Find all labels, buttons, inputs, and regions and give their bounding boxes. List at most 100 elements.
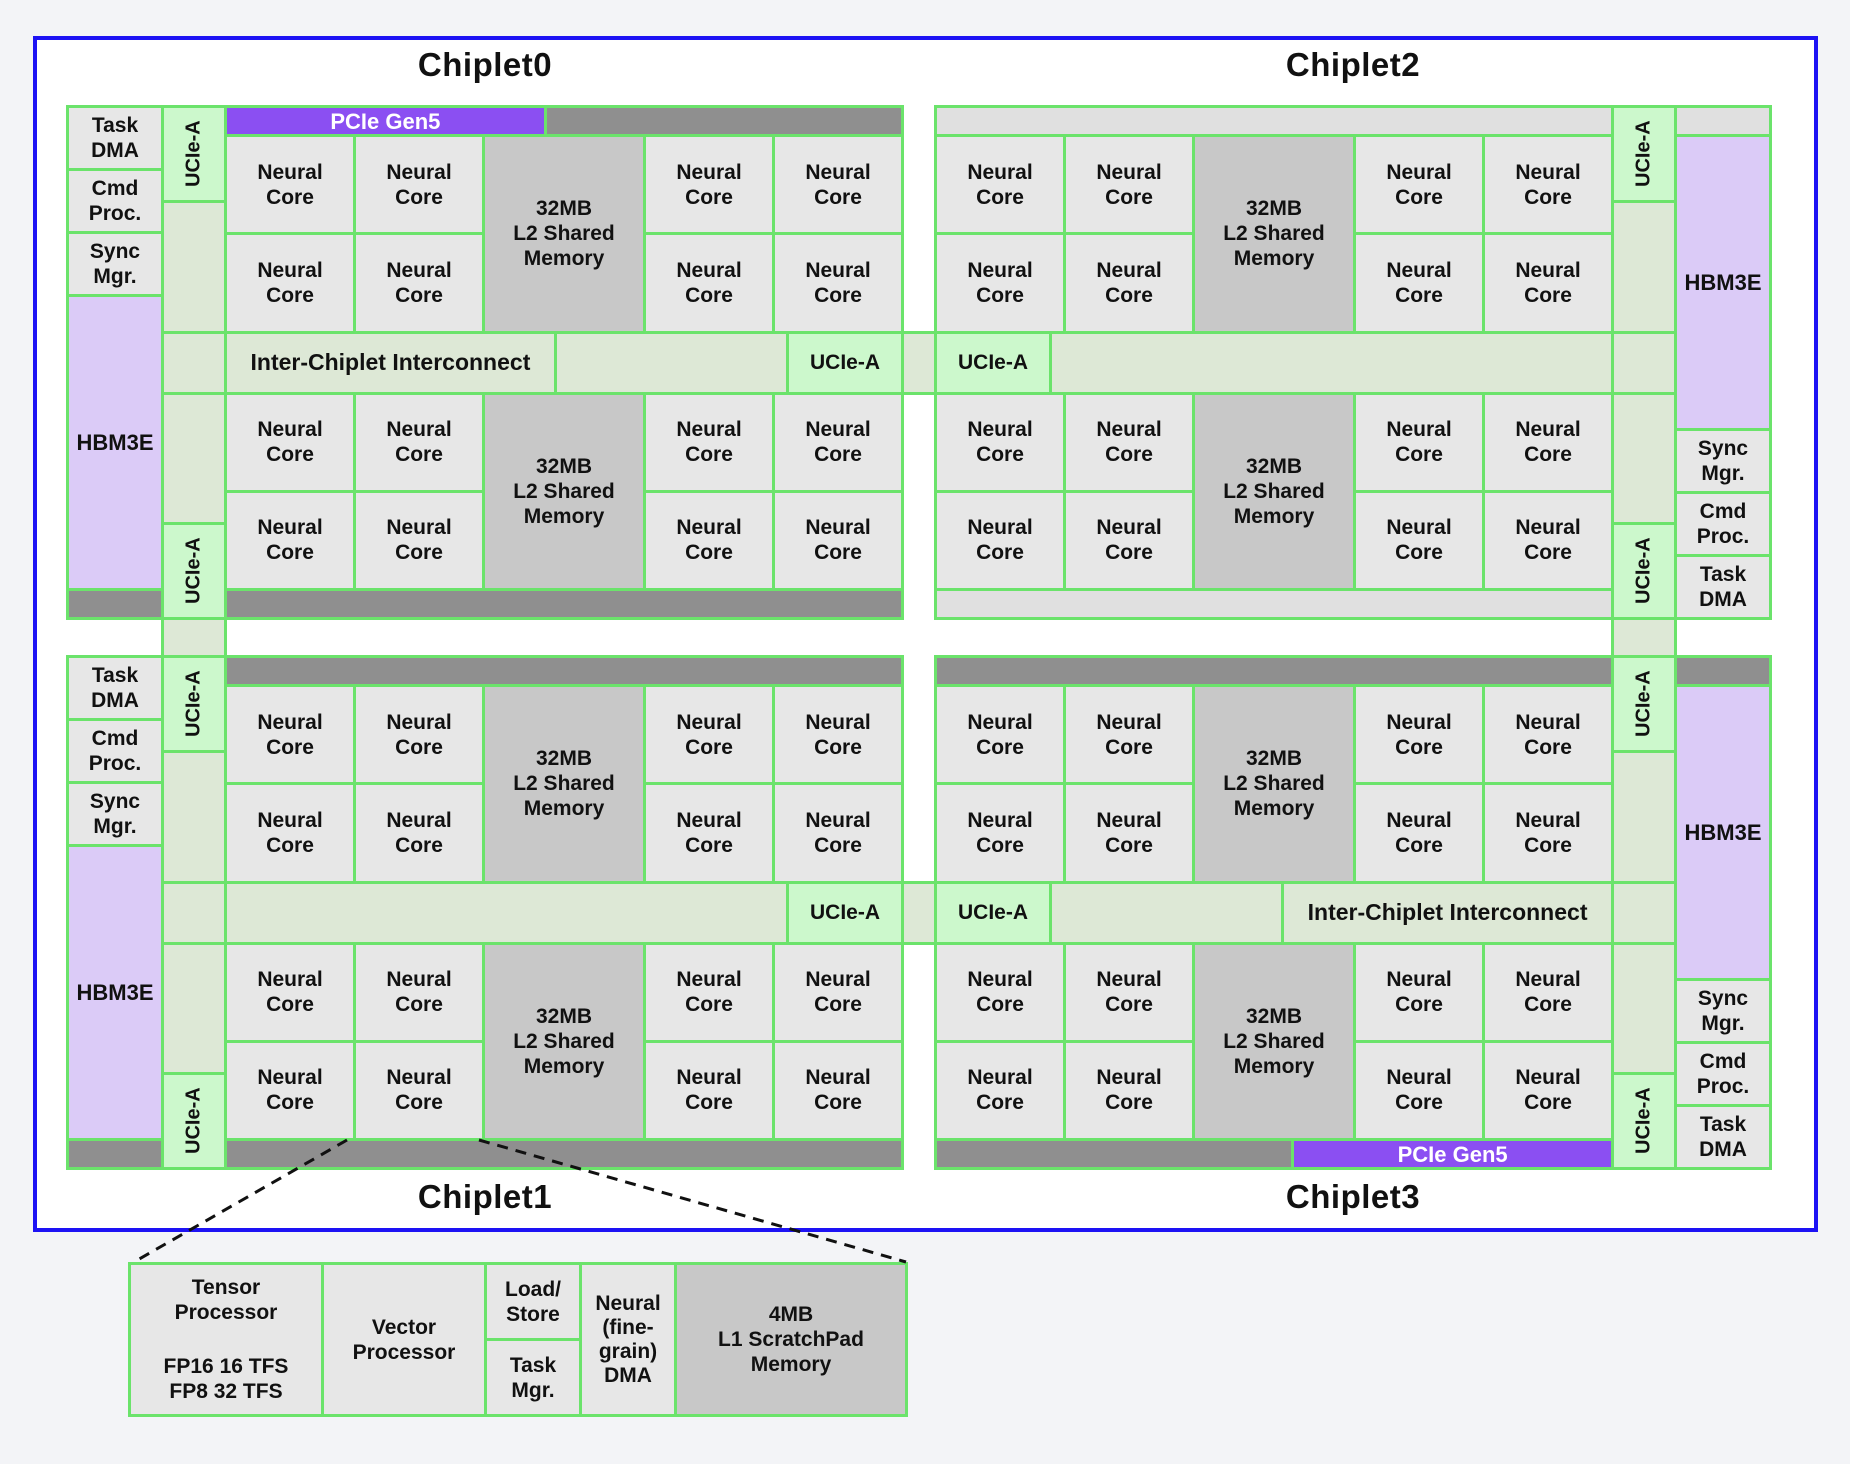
cmd-processor: Cmd Proc. — [69, 721, 161, 781]
interconnect-row: Inter-Chiplet Interconnect UCIe-A — [227, 333, 901, 392]
chiplet3-title: Chiplet3 — [1285, 1178, 1421, 1215]
neural-core: Neural Core — [1356, 785, 1482, 881]
neural-core: Neural Core — [646, 137, 772, 233]
edge-strip — [227, 1141, 901, 1167]
neural-core: Neural Core — [227, 785, 353, 881]
ucie-vertical-connector — [161, 617, 227, 658]
neural-core: Neural Core — [1356, 1042, 1482, 1138]
chiplet-1: Task DMA Cmd Proc. Sync Mgr. HBM3E UCIe-… — [66, 655, 904, 1170]
hbm3e-memory: HBM3E — [69, 847, 161, 1138]
chiplet0-io-column: Task DMA Cmd Proc. Sync Mgr. HBM3E — [69, 108, 161, 617]
ucie-vertical-connector — [1611, 617, 1677, 658]
neural-core: Neural Core — [646, 785, 772, 881]
inter-chiplet-interconnect: Inter-Chiplet Interconnect — [1284, 883, 1611, 942]
neural-core: Neural Core — [227, 235, 353, 331]
neural-core: Neural Core — [937, 235, 1063, 331]
chiplet1-io-column: Task DMA Cmd Proc. Sync Mgr. HBM3E — [69, 658, 161, 1167]
inter-chiplet-interconnect: Inter-Chiplet Interconnect — [227, 333, 554, 392]
neural-core: Neural Core — [646, 394, 772, 490]
neural-core: Neural Core — [937, 137, 1063, 233]
neural-core: Neural Core — [356, 785, 482, 881]
ucie-a-port: UCIe-A — [937, 333, 1049, 392]
neural-core: Neural Core — [775, 235, 901, 331]
ucie-horizontal-connector — [901, 331, 937, 395]
ucie-a-port: UCIe-A — [164, 1075, 224, 1167]
neural-fine-grain-dma: Neural (fine- grain) DMA — [582, 1265, 674, 1414]
ucie-channel — [164, 753, 224, 881]
interconnect-band — [227, 883, 786, 942]
neural-core-detail: Tensor Processor FP16 16 TFS FP8 32 TFS … — [128, 1262, 908, 1417]
neural-core: Neural Core — [775, 492, 901, 588]
ucie-channel — [1614, 394, 1674, 522]
neural-core: Neural Core — [775, 785, 901, 881]
edge-strip — [1677, 658, 1769, 684]
bottom-strip: PCIe Gen5 — [937, 1141, 1611, 1167]
sync-manager: Sync Mgr. — [1677, 981, 1769, 1041]
neural-core: Neural Core — [646, 235, 772, 331]
tensor-processor-spec: FP16 16 TFS FP8 32 TFS — [163, 1355, 289, 1403]
ucie-column: UCIe-A UCIe-A — [1614, 108, 1674, 617]
edge-strip — [937, 591, 1611, 617]
cmd-processor: Cmd Proc. — [69, 171, 161, 231]
neural-core: Neural Core — [1066, 235, 1192, 331]
neural-core: Neural Core — [1066, 785, 1192, 881]
neural-core: Neural Core — [1066, 944, 1192, 1040]
task-manager: Task Mgr. — [487, 1341, 579, 1414]
neural-core: Neural Core — [356, 394, 482, 490]
neural-core: Neural Core — [227, 944, 353, 1040]
ucie-a-port: UCIe-A — [1614, 1075, 1674, 1167]
ucie-a-port: UCIe-A — [1614, 525, 1674, 617]
sync-manager: Sync Mgr. — [1677, 431, 1769, 491]
interconnect-row: UCIe-A — [227, 883, 901, 942]
l2-shared-memory: 32MB L2 Shared Memory — [485, 394, 643, 588]
neural-core: Neural Core — [1485, 1042, 1611, 1138]
l2-shared-memory: 32MB L2 Shared Memory — [485, 137, 643, 331]
chiplet2-io-column: HBM3E Sync Mgr. Cmd Proc. Task DMA — [1677, 108, 1769, 617]
sync-manager: Sync Mgr. — [69, 784, 161, 844]
l2-shared-memory: 32MB L2 Shared Memory — [485, 944, 643, 1138]
edge-strip — [937, 1141, 1292, 1167]
neural-core: Neural Core — [937, 687, 1063, 783]
neural-core: Neural Core — [775, 1042, 901, 1138]
neural-core: Neural Core — [1485, 944, 1611, 1040]
neural-core: Neural Core — [1066, 1042, 1192, 1138]
ucie-a-port: UCIe-A — [789, 333, 901, 392]
neural-core: Neural Core — [1356, 944, 1482, 1040]
top-strip — [937, 658, 1611, 684]
neural-core: Neural Core — [1066, 492, 1192, 588]
l2-shared-memory: 32MB L2 Shared Memory — [1195, 944, 1353, 1138]
interconnect-row: UCIe-A Inter-Chiplet Interconnect — [937, 883, 1611, 942]
ucie-channel — [1614, 333, 1674, 392]
neural-core: Neural Core — [1485, 785, 1611, 881]
ucie-a-port: UCIe-A — [164, 108, 224, 200]
task-dma: Task DMA — [69, 658, 161, 718]
neural-core: Neural Core — [937, 1042, 1063, 1138]
top-strip — [937, 108, 1611, 134]
ucie-a-port: UCIe-A — [164, 525, 224, 617]
tensor-processor-label: Tensor Processor — [174, 1276, 278, 1324]
edge-strip — [227, 658, 901, 684]
ucie-channel — [1614, 944, 1674, 1072]
l1-scratchpad-memory: 4MB L1 ScratchPad Memory — [677, 1265, 905, 1414]
neural-core: Neural Core — [646, 944, 772, 1040]
neural-core: Neural Core — [775, 137, 901, 233]
l2-shared-memory: 32MB L2 Shared Memory — [1195, 394, 1353, 588]
ucie-a-port: UCIe-A — [937, 883, 1049, 942]
neural-core: Neural Core — [227, 492, 353, 588]
ucie-a-port: UCIe-A — [1614, 108, 1674, 200]
neural-core: Neural Core — [1066, 394, 1192, 490]
hbm3e-memory: HBM3E — [1677, 137, 1769, 428]
edge-strip — [227, 591, 901, 617]
pcie-gen5-interface: PCIe Gen5 — [227, 108, 544, 134]
neural-core: Neural Core — [1485, 137, 1611, 233]
neural-core: Neural Core — [1485, 687, 1611, 783]
task-dma: Task DMA — [69, 108, 161, 168]
top-strip — [227, 658, 901, 684]
